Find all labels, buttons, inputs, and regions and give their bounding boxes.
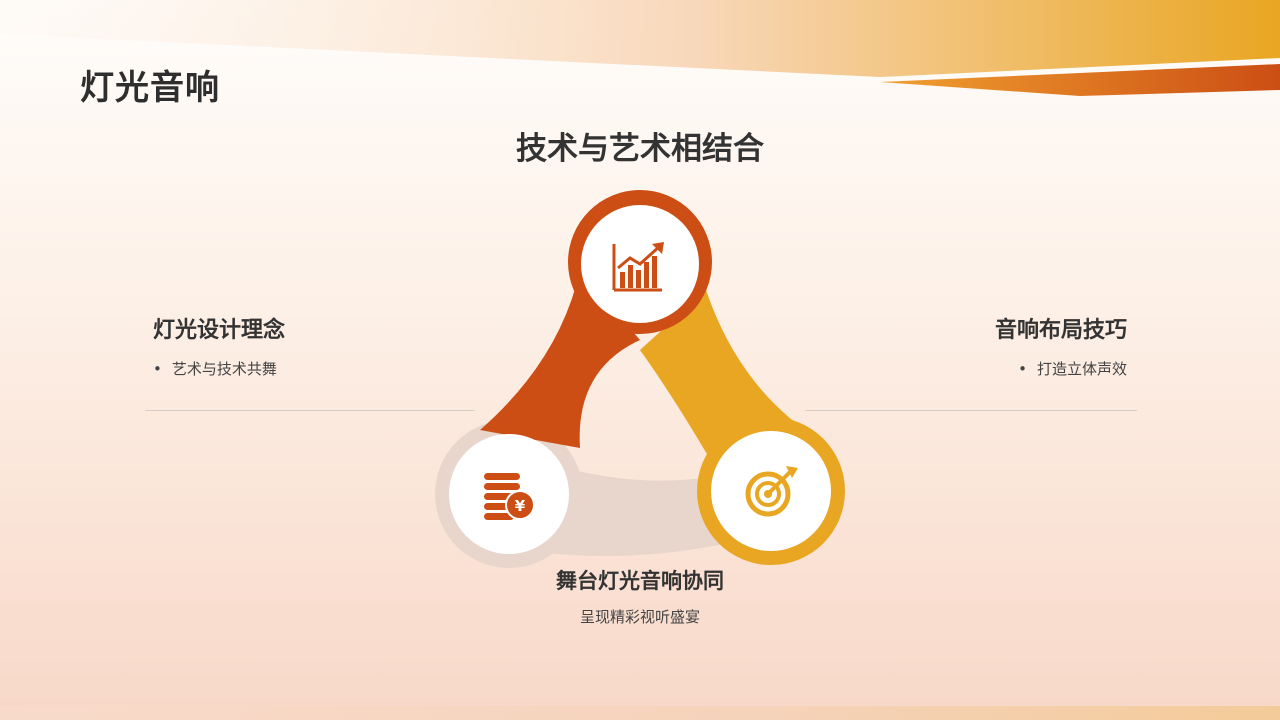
left-point-bullet-text: 艺术与技术共舞 bbox=[171, 360, 277, 378]
left-divider bbox=[145, 410, 475, 411]
svg-text:¥: ¥ bbox=[515, 497, 526, 515]
coins-yen-icon: ¥ bbox=[484, 473, 535, 520]
footer-decoration bbox=[0, 706, 1280, 720]
main-heading: 技术与艺术相结合 bbox=[516, 131, 764, 167]
bottom-point-title: 舞台灯光音响协同 bbox=[556, 569, 724, 593]
page-title: 灯光音响 bbox=[80, 68, 220, 108]
bullet-marker: • bbox=[1018, 360, 1027, 378]
right-point-bullet-text: 打造立体声效 bbox=[1036, 360, 1127, 378]
right-point: 音响布局技巧 • 打造立体声效 bbox=[827, 312, 1127, 379]
right-point-title: 音响布局技巧 bbox=[994, 318, 1127, 343]
header-decoration bbox=[0, 0, 1280, 96]
right-point-bullet: • 打造立体声效 bbox=[827, 358, 1127, 379]
bottom-point-subtitle: 呈现精彩视听盛宴 bbox=[579, 608, 700, 626]
right-divider bbox=[805, 410, 1137, 411]
target-arrow-icon bbox=[745, 466, 798, 517]
bullet-marker: • bbox=[153, 360, 162, 378]
three-node-diagram: ¥ bbox=[435, 190, 845, 568]
left-point-bullet: • 艺术与技术共舞 bbox=[153, 358, 453, 379]
left-point-title: 灯光设计理念 bbox=[153, 318, 286, 343]
left-point: 灯光设计理念 • 艺术与技术共舞 bbox=[153, 312, 453, 379]
growth-chart-icon bbox=[612, 242, 664, 292]
